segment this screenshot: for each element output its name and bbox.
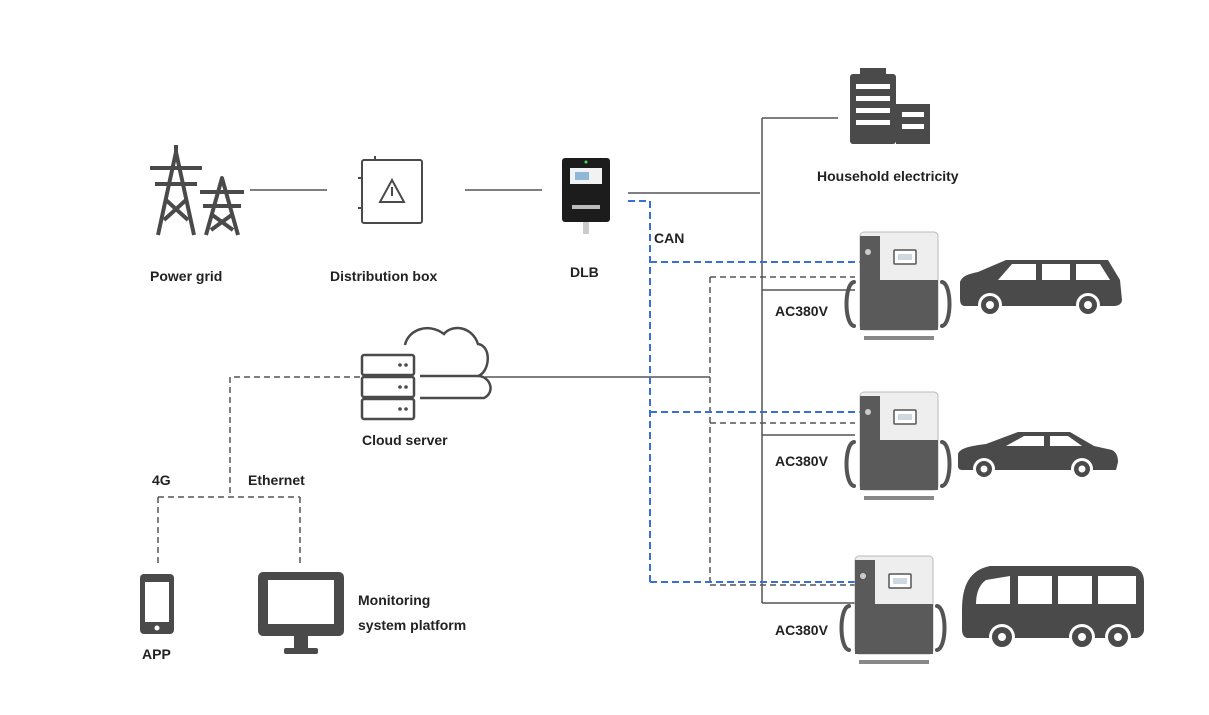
ethernet-label: Ethernet (248, 472, 305, 488)
sedan-car-icon (958, 432, 1118, 480)
dlb-label: DLB (570, 264, 599, 280)
can-label: CAN (654, 230, 685, 246)
charger-3-icon (839, 554, 947, 666)
ac380v-label-2: AC380V (775, 453, 828, 469)
distribution-box-icon (358, 156, 423, 224)
cloud-server-icon (360, 326, 492, 421)
monitor-icon (258, 572, 344, 654)
cloud-server-label: Cloud server (362, 432, 448, 448)
charger-2-icon (844, 390, 952, 502)
monitoring-label-line1: Monitoring (358, 592, 431, 608)
app-label: APP (142, 646, 171, 662)
bus-icon (962, 566, 1144, 650)
dlb-device-icon (562, 158, 610, 234)
ac380v-label-3: AC380V (775, 622, 828, 638)
power-grid-label: Power grid (150, 268, 223, 284)
suv-car-icon (960, 260, 1122, 317)
power-grid-icon (150, 145, 244, 236)
charger-1-icon (844, 230, 952, 342)
distribution-box-label: Distribution box (330, 268, 438, 284)
4g-label: 4G (152, 472, 171, 488)
phone-icon (140, 574, 174, 634)
power-lines (250, 117, 855, 604)
ac380v-label-1: AC380V (775, 303, 828, 319)
can-bus-line (628, 200, 860, 583)
household-building-icon (850, 68, 930, 144)
household-label: Household electricity (817, 168, 959, 184)
monitoring-label-line2: system platform (358, 617, 467, 633)
data-lines-dashed (157, 276, 855, 586)
